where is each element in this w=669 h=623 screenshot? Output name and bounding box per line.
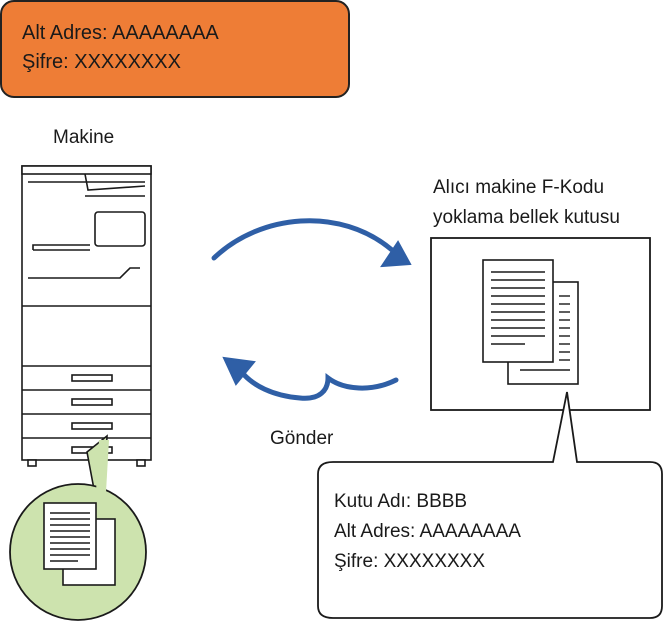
top-callout-line-2: Şifre: XXXXXXXX (22, 51, 181, 73)
bottom-callout-line-1: Kutu Adı: BBBB (334, 491, 468, 512)
machine-label: Makine (53, 127, 115, 148)
top-callout: Alt Adres: AAAAAAAA Şifre: XXXXXXXX (0, 0, 350, 98)
copier-icon (21, 165, 152, 467)
arrow-icon (211, 218, 412, 401)
bottom-callout: Kutu Adı: BBBB Alt Adres: AAAAAAAA Şifre… (318, 462, 662, 618)
recipient-label-line-2: yoklama bellek kutusu (433, 207, 620, 228)
recipient-label-line-1: Alıcı makine F-Kodu (433, 177, 605, 198)
bottom-callout-line-3: Şifre: XXXXXXXX (334, 551, 486, 572)
bottom-callout-line-2: Alt Adres: AAAAAAAA (334, 521, 521, 542)
bottom-callout-shape (317, 391, 663, 619)
documents-icon (43, 502, 116, 586)
top-callout-line-1: Alt Adres: AAAAAAAA (22, 22, 219, 44)
send-label: Gönder (270, 428, 334, 449)
documents-icon (482, 259, 579, 385)
